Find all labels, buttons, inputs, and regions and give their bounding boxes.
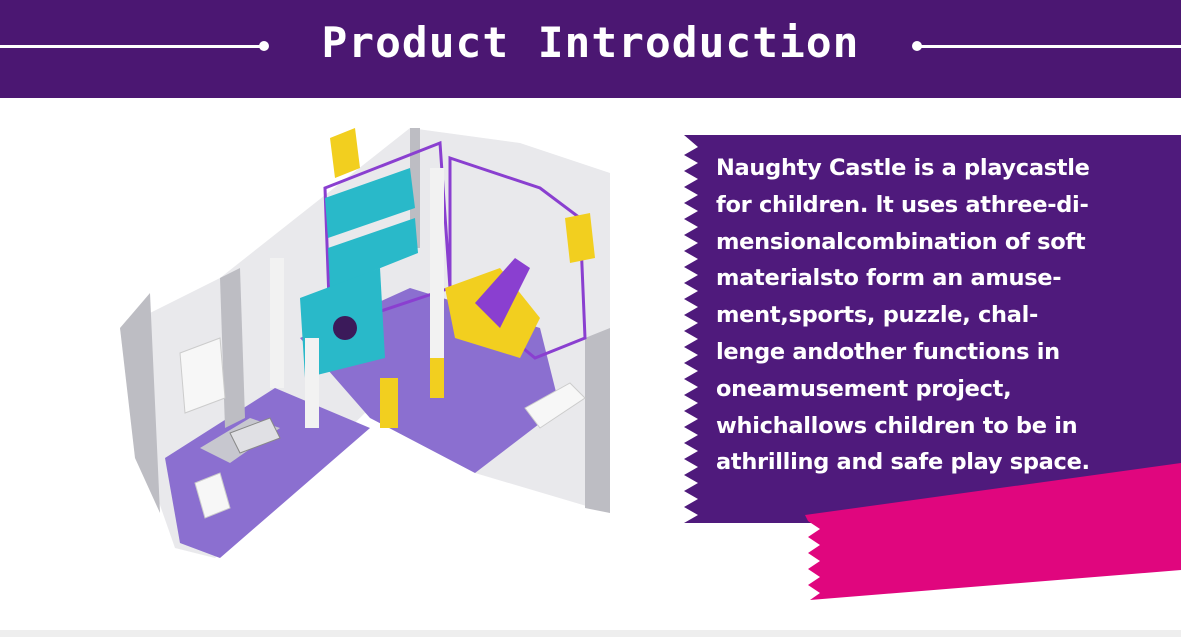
left-divider-dot [259,41,269,51]
product-description: Naughty Castle is a playcastle for child… [716,155,1090,476]
left-divider-line [0,45,262,48]
playground-illustration [120,128,610,558]
right-divider-dot [912,41,922,51]
purple-zigzag-panel [684,135,1181,523]
pink-accent-ribbon [805,463,1181,600]
title-word: Introduction [537,18,860,67]
title-word: Product [321,18,510,67]
header-banner: Product Introduction [0,0,1181,98]
footer-strip [0,630,1181,637]
description-panel [684,135,1181,523]
right-divider-line [918,45,1181,48]
page-title: Product Introduction [0,18,1181,67]
